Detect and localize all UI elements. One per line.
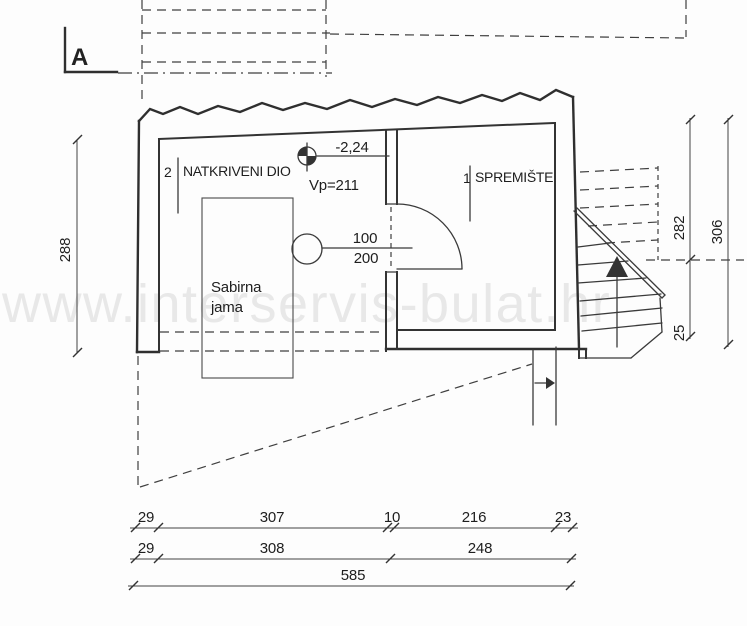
dimension-left: 288 [57,134,83,358]
dim-right-total: 306 [709,220,726,244]
dim-row1-4: 23 [555,509,571,526]
partition-wall [385,129,398,352]
dim-row1-3: 216 [462,509,486,526]
dimensions-right: 282 25 306 [646,114,744,350]
room2-name: NATKRIVENI DIO [183,163,291,179]
dimensions-bottom: 29 307 10 216 23 29 308 248 585 [128,509,578,591]
level-marker: -2,24 Vp=211 [297,139,390,194]
top-boundary-dashes [118,0,687,100]
room1-number: 1 [463,170,471,186]
pit-label-line1: Sabirna [211,279,262,296]
watermark-text: www.interservis-bulat.hr [1,274,611,334]
opening-height-label: 200 [354,250,378,267]
section-marker: A [63,26,119,74]
room2-number: 2 [164,164,172,180]
door-swing [396,203,463,270]
dim-left-height: 288 [57,238,74,262]
dim-row2-2: 248 [468,540,492,557]
pit-label-line2: jama [210,299,244,316]
room-labels: 2 NATKRIVENI DIO 1 SPREMIŠTE [164,157,554,222]
opening-width-label: 100 [353,230,377,247]
dim-row1-0: 29 [138,509,154,526]
building-outline [135,88,588,359]
drain-pipe [532,346,557,426]
stairs [573,166,666,359]
parapet-label: Vp=211 [309,177,359,194]
dim-row2-0: 29 [138,540,154,557]
dim-total: 585 [341,567,365,584]
sump-pit: Sabirna jama [201,197,294,379]
opening-leader: 100 200 [291,230,413,267]
room1-name: SPREMIŠTE [475,169,553,185]
dim-row1-1: 307 [260,509,284,526]
dim-right-upper: 282 [671,216,688,240]
elevation-label: -2,24 [335,139,368,156]
site-boundary-dashes [137,356,533,488]
stair-direction-arrow [606,256,628,348]
dim-row2-1: 308 [260,540,284,557]
section-marker-label: A [71,44,88,71]
dim-right-lower: 25 [671,325,688,341]
dim-row1-2: 10 [384,509,400,526]
